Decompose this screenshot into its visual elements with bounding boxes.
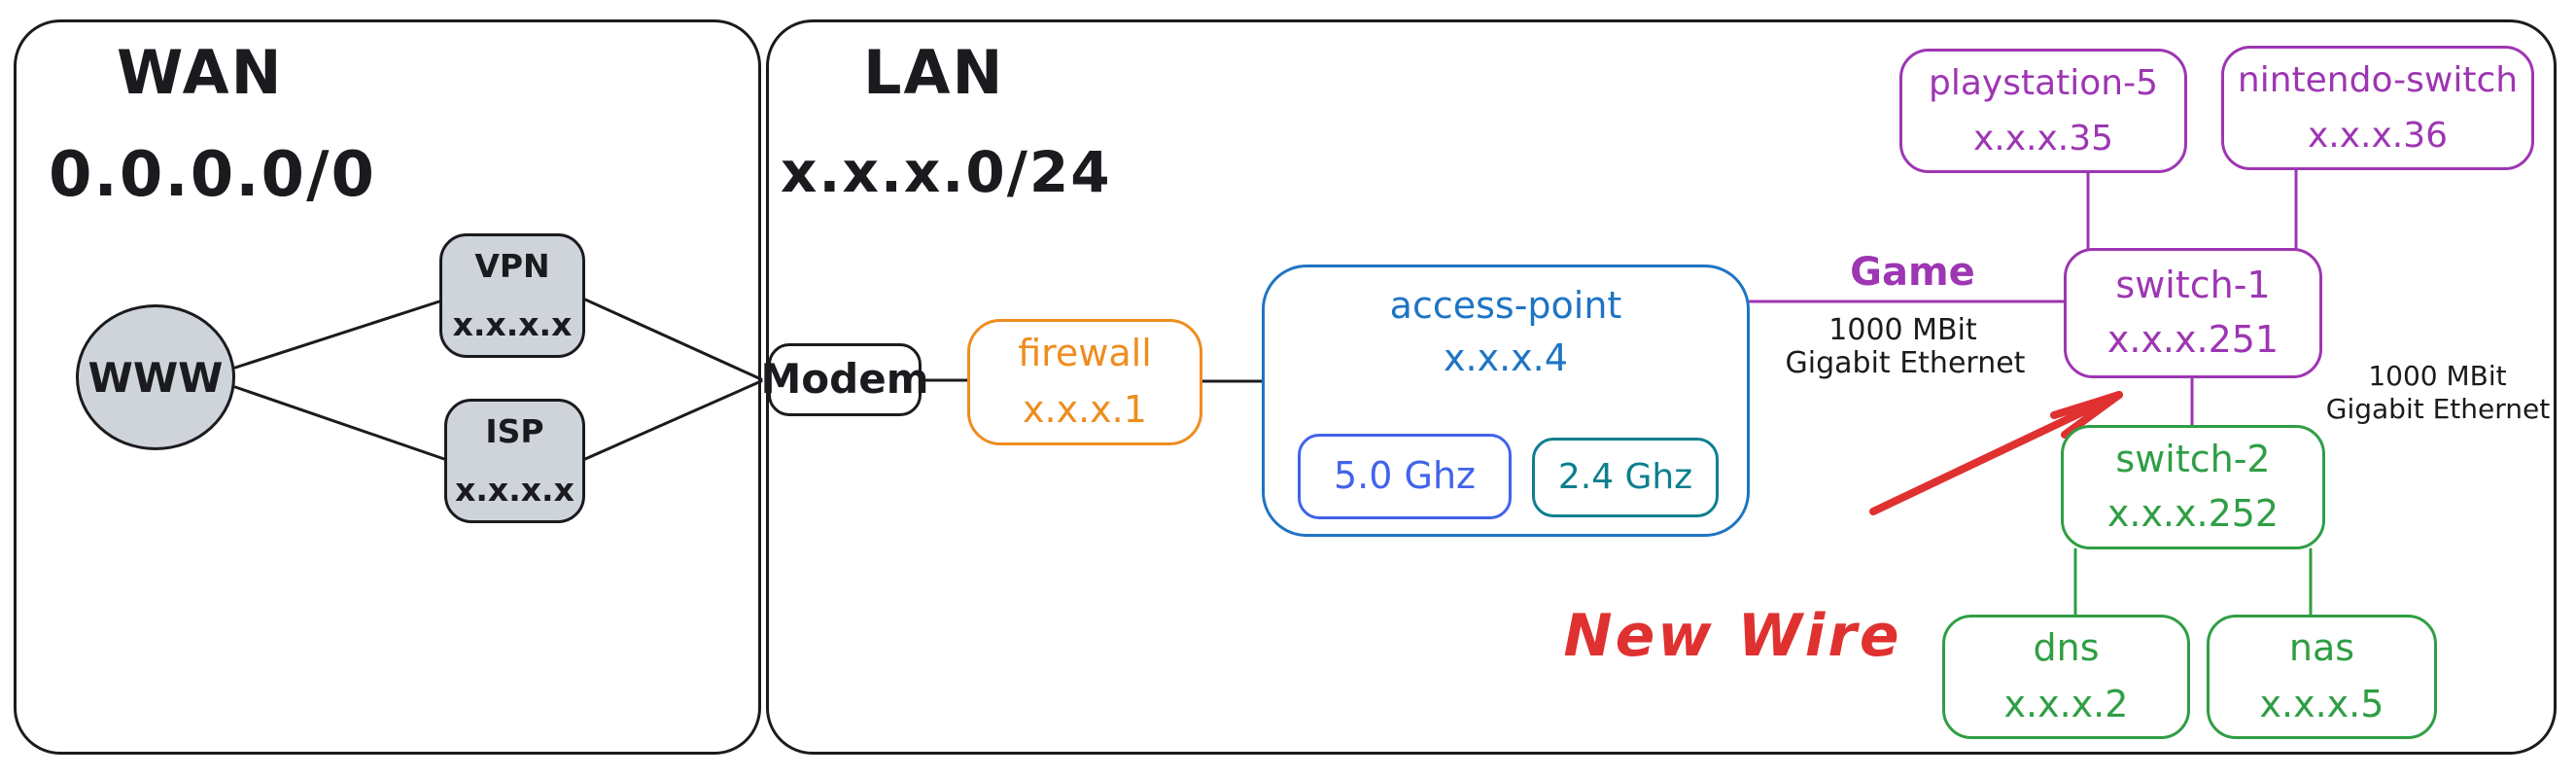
nintendo-switch-node: nintendo-switch x.x.x.36: [2221, 46, 2534, 170]
www-node: WWW: [76, 304, 235, 450]
wan-subnet: 0.0.0.0/0: [49, 139, 376, 211]
switch-2-node: switch-2 x.x.x.252: [2061, 425, 2325, 549]
dns-label: dns: [2033, 626, 2100, 670]
playstation-label: playstation-5: [1928, 62, 2158, 103]
dns-ip: x.x.x.2: [2003, 683, 2129, 725]
firewall-ip: x.x.x.1: [1023, 388, 1147, 431]
switch-1-ip: x.x.x.251: [2106, 318, 2280, 361]
vpn-label: VPN: [474, 247, 550, 286]
wifi-band-5ghz-label: 5.0 Ghz: [1334, 454, 1476, 498]
firewall-node: firewall x.x.x.1: [967, 319, 1202, 445]
lan-zone-box: [766, 19, 2557, 755]
wifi-band-24ghz: 2.4 Ghz: [1532, 438, 1719, 517]
wan-zone-box: [14, 19, 761, 755]
modem-node: Modem: [761, 343, 928, 416]
nas-label: nas: [2288, 626, 2355, 670]
firewall-label: firewall: [1018, 332, 1152, 375]
game-link-label: Game: [1850, 250, 1975, 295]
nintendo-switch-ip: x.x.x.36: [2307, 116, 2449, 156]
game-link-speed: 1000 MBit: [1828, 313, 1977, 347]
www-label: WWW: [87, 353, 224, 402]
dns-node: dns x.x.x.2: [1942, 615, 2190, 739]
vpn-node: VPN x.x.x.x: [439, 233, 585, 358]
new-wire-annotation: New Wire: [1563, 602, 1902, 670]
access-point-ip: x.x.x.4: [1444, 336, 1568, 379]
switch-1-label: switch-1: [2115, 264, 2271, 307]
playstation-ip: x.x.x.35: [1972, 119, 2114, 159]
nas-node: nas x.x.x.5: [2207, 615, 2437, 739]
isp-ip: x.x.x.x: [455, 471, 574, 509]
switch-link-type: Gigabit Ethernet: [2325, 393, 2551, 425]
access-point-label: access-point: [1389, 284, 1622, 327]
switch-1-node: switch-1 x.x.x.251: [2064, 248, 2322, 378]
switch-2-ip: x.x.x.252: [2106, 492, 2280, 535]
wifi-band-24ghz-label: 2.4 Ghz: [1557, 457, 1693, 498]
switch-link-speed: 1000 MBit: [2368, 360, 2507, 392]
lan-subnet: x.x.x.0/24: [781, 139, 1112, 205]
isp-label: ISP: [485, 412, 544, 451]
modem-label: Modem: [760, 355, 929, 404]
nintendo-switch-label: nintendo-switch: [2237, 59, 2519, 100]
isp-node: ISP x.x.x.x: [444, 399, 585, 523]
switch-2-label: switch-2: [2115, 438, 2271, 481]
game-link-type: Gigabit Ethernet: [1785, 346, 2026, 380]
vpn-ip: x.x.x.x: [452, 305, 573, 343]
lan-title: LAN: [863, 37, 1005, 108]
nas-ip: x.x.x.5: [2259, 683, 2385, 725]
playstation-node: playstation-5 x.x.x.35: [1899, 49, 2187, 173]
wifi-band-5ghz: 5.0 Ghz: [1298, 434, 1512, 519]
wan-title: WAN: [117, 37, 284, 108]
